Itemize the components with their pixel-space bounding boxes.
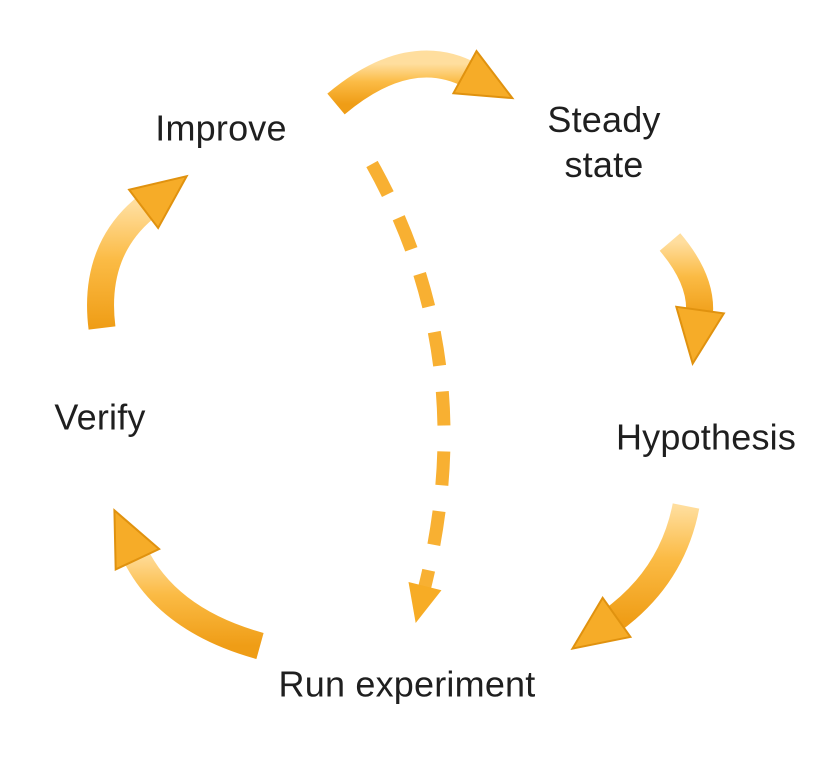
node-label-hypothesis: Hypothesis [615, 416, 797, 458]
arrow-dashed-shortcut-to-run-experiment-icon [366, 160, 451, 623]
node-label-verify: Verify [54, 396, 146, 438]
arrow-hypothesis-to-run-experiment-icon [570, 503, 700, 651]
arrow-run-experiment-to-verify-icon [113, 508, 264, 660]
arrow-steady-state-to-hypothesis-icon [659, 233, 726, 367]
node-label-run-experiment: Run experiment [278, 663, 536, 705]
node-label-improve: Improve [155, 107, 287, 149]
arrow-verify-to-improve-icon [87, 174, 189, 330]
arrow-improve-to-steady-state-icon [327, 49, 515, 115]
node-label-steady-state: Steady state [547, 99, 661, 185]
